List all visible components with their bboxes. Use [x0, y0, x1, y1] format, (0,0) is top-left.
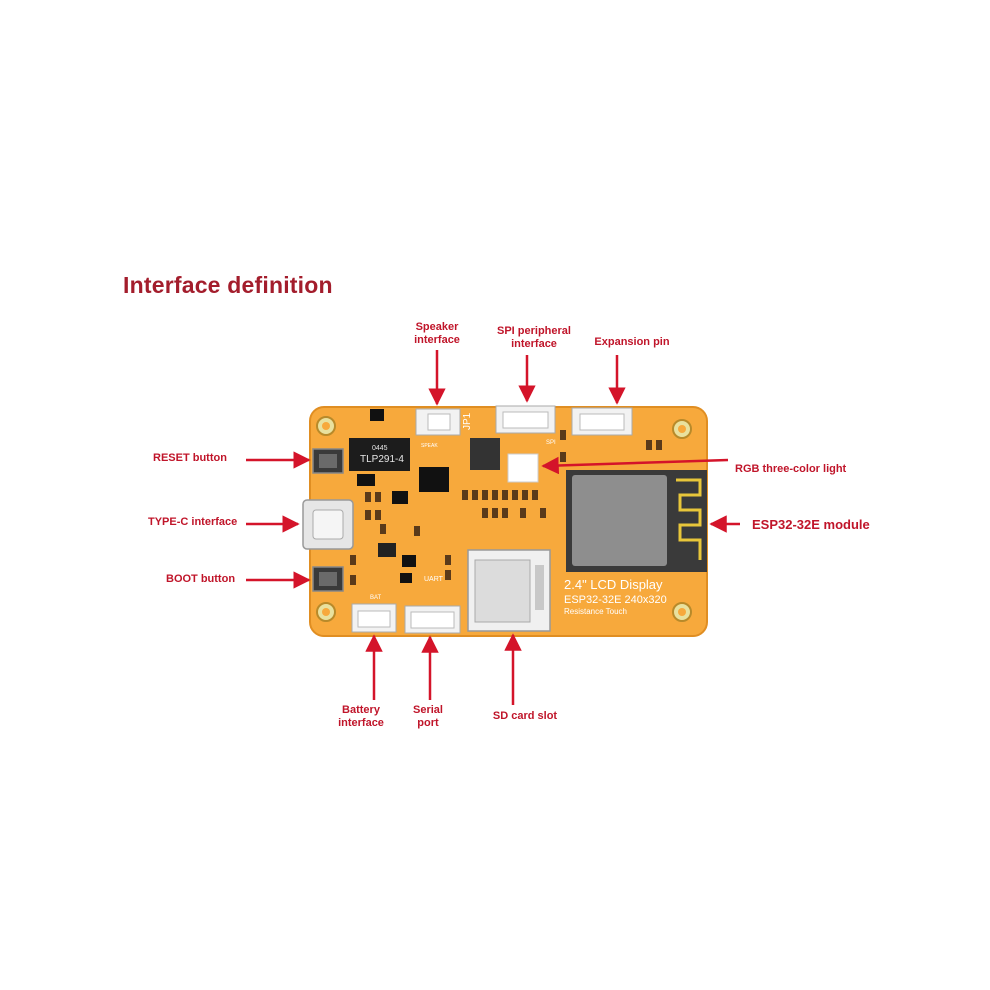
chip-text: TLP291-4: [360, 454, 404, 465]
label-expansion: Expansion pin: [594, 336, 670, 348]
label-typec: TYPE-C interface: [148, 516, 238, 528]
chip-top-text: 0445: [372, 445, 388, 452]
arrow-rgb: [541, 456, 729, 475]
label-reset: RESET button: [153, 452, 227, 464]
callout-arrows: [246, 350, 740, 705]
page-title: Interface definition: [123, 272, 333, 298]
speak-board-text: SPEAK: [421, 443, 438, 449]
spi-board-text: SPI: [546, 440, 556, 446]
lcd-text-2: ESP32-32E 240x320: [564, 594, 667, 606]
label-boot: BOOT button: [166, 573, 236, 585]
label-sd: SD card slot: [492, 710, 558, 722]
label-esp: ESP32-32E module: [752, 517, 870, 532]
tlp-chip: [349, 438, 410, 471]
uart-text: UART: [424, 576, 444, 583]
lcd-text-3: Resistance Touch: [564, 607, 627, 616]
label-rgb: RGB three-color light: [735, 463, 847, 475]
bat-text: BAT: [370, 595, 382, 601]
jp1-text: JP1: [462, 412, 473, 430]
mounting-holes: [316, 416, 692, 622]
rgb-led: [507, 453, 539, 483]
lcd-text-1: 2.4" LCD Display: [564, 577, 663, 592]
